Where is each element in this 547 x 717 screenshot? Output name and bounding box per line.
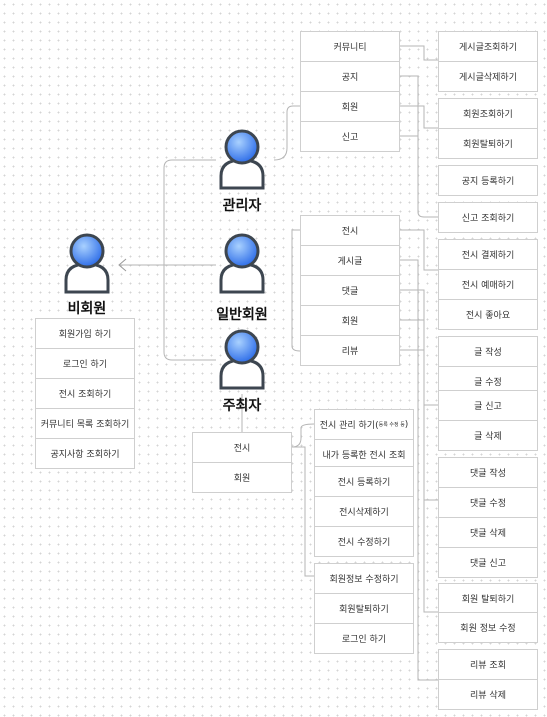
member-leaf: 글 삭제 — [438, 420, 538, 451]
guest-item: 로그인 하기 — [35, 348, 135, 379]
member-label: 일반회원 — [216, 307, 268, 323]
guest-item: 전시 조회하기 — [35, 378, 135, 409]
member-leaf: 글 신고 — [438, 390, 538, 421]
organizer-exhibit-leaf: 전시 수정하기 — [314, 526, 414, 557]
organizer-member-leaf: 회원정보 수정하기 — [314, 563, 414, 594]
member-category: 게시글 — [300, 245, 400, 276]
organizer-exhibit-leaf: 내가 등록한 전시 조회 — [314, 439, 414, 470]
admin-category: 공지 — [300, 61, 400, 92]
admin-category: 회원 — [300, 91, 400, 122]
admin-leaf: 신고 조회하기 — [438, 202, 538, 233]
guest-item: 공지사항 조회하기 — [35, 438, 135, 469]
organizer-person-icon — [216, 328, 268, 392]
guest-person-icon — [61, 232, 113, 296]
admin-leaf: 회원탈퇴하기 — [438, 128, 538, 159]
member-leaf: 리뷰 삭제 — [438, 679, 538, 710]
member-category: 리뷰 — [300, 335, 400, 366]
member-category: 댓글 — [300, 275, 400, 306]
member-leaf: 댓글 수정 — [438, 487, 538, 518]
leaf-paren: ) — [404, 419, 409, 430]
leaf-text: 전시 관리 하기( — [319, 421, 379, 431]
admin-leaf: 공지 등록하기 — [438, 165, 538, 196]
admin-person-icon — [216, 128, 268, 192]
organizer-exhibit-leaf: 전시 관리 하기(등록 수정 등) — [314, 409, 414, 440]
admin-leaf: 회원조회하기 — [438, 98, 538, 129]
admin-category: 신고 — [300, 121, 400, 152]
admin-category: 커뮤니티 — [300, 31, 400, 62]
guest-item: 커뮤니티 목록 조회하기 — [35, 408, 135, 439]
guest-label: 비회원 — [67, 301, 107, 317]
member-category: 전시 — [300, 215, 400, 246]
admin-leaf: 게시글삭제하기 — [438, 61, 538, 92]
guest-item: 회원가입 하기 — [35, 318, 135, 349]
leaf-note: 등록 수정 등 — [378, 422, 405, 428]
organizer-member-leaf: 회원탈퇴하기 — [314, 593, 414, 624]
organizer-label: 주최자 — [222, 398, 262, 414]
admin-leaf: 게시글조회하기 — [438, 31, 538, 62]
member-leaf: 전시 예매하기 — [438, 269, 538, 300]
organizer-member-leaf: 로그인 하기 — [314, 623, 414, 654]
admin-label: 관리자 — [222, 198, 262, 214]
member-leaf: 글 작성 — [438, 336, 538, 367]
member-leaf: 전시 결제하기 — [438, 239, 538, 270]
member-leaf: 댓글 삭제 — [438, 517, 538, 548]
member-leaf: 회원 정보 수정 — [438, 612, 538, 643]
member-leaf: 전시 좋아요 — [438, 299, 538, 330]
member-leaf: 회원 탈퇴하기 — [438, 583, 538, 614]
member-leaf: 리뷰 조회 — [438, 649, 538, 680]
organizer-exhibit-leaf: 전시삭제하기 — [314, 496, 414, 527]
member-leaf: 댓글 신고 — [438, 547, 538, 578]
organizer-exhibit-leaf: 전시 등록하기 — [314, 466, 414, 497]
member-category: 회원 — [300, 305, 400, 336]
organizer-category: 회원 — [192, 462, 292, 493]
member-leaf: 댓글 작성 — [438, 457, 538, 488]
member-person-icon — [216, 232, 268, 296]
organizer-category: 전시 — [192, 432, 292, 463]
